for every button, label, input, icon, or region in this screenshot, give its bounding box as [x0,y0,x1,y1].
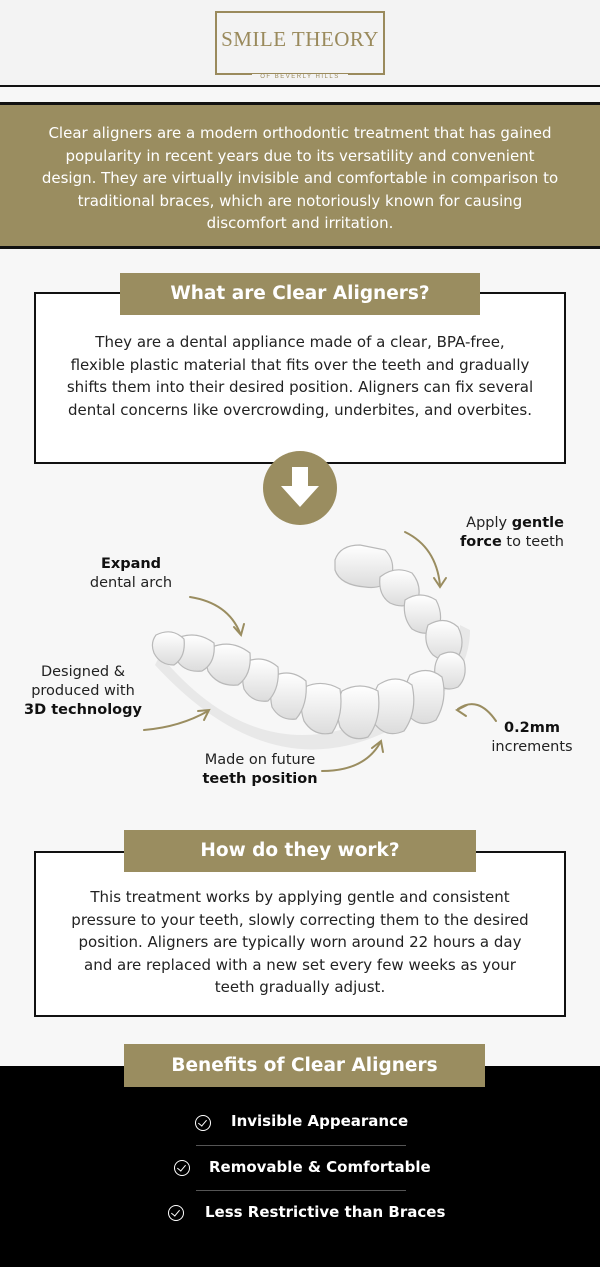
what-section-box: They are a dental appliance made of a cl… [34,292,566,464]
intro-band: Clear aligners are a modern orthodontic … [0,102,600,249]
brand-name: SMILE THEORY [221,27,379,51]
how-section-box: This treatment works by applying gentle … [34,851,566,1017]
benefits-title: Benefits of Clear Aligners [124,1044,485,1087]
down-arrow-icon [263,451,337,525]
brand-tagline: OF BEVERLY HILLS [217,74,383,80]
what-body: They are a dental appliance made of a cl… [66,333,534,419]
how-body: This treatment works by applying gentle … [71,888,529,996]
header-divider [0,85,600,87]
benefit-item: Invisible Appearance [231,1112,409,1130]
header: SMILE THEORY OF BEVERLY HILLS [0,0,600,86]
aligner-illustration [143,531,497,772]
check-icon [174,1160,190,1176]
benefit-item: Removable & Comfortable [209,1158,431,1176]
check-icon [168,1205,184,1221]
brand-logo[interactable]: SMILE THEORY OF BEVERLY HILLS [215,11,385,80]
check-icon [195,1115,211,1131]
how-title: How do they work? [124,830,476,872]
benefits-section: Invisible Appearance Removable & Comfort… [0,1066,600,1267]
benefit-divider [196,1145,406,1146]
intro-text: Clear aligners are a modern orthodontic … [41,124,559,232]
benefit-divider [196,1190,406,1191]
benefit-item: Less Restrictive than Braces [205,1203,446,1221]
what-title: What are Clear Aligners? [120,273,480,315]
